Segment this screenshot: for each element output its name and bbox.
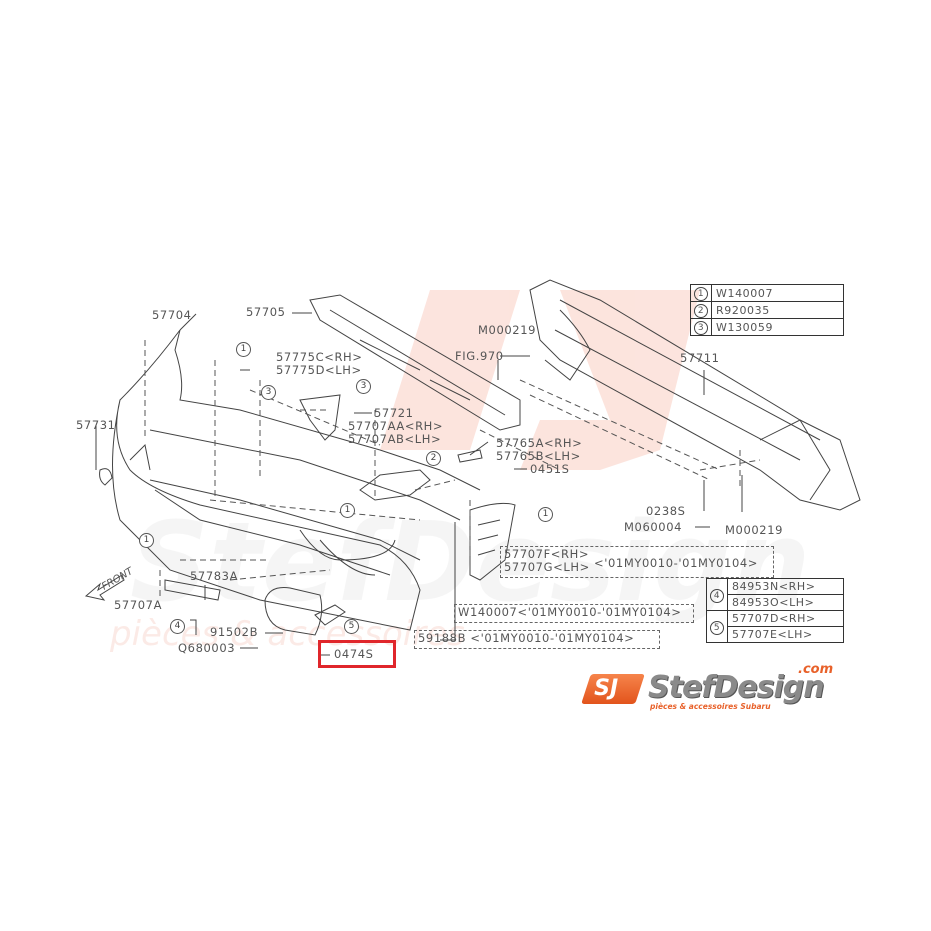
label-57721: 57721	[374, 406, 414, 420]
callout-3-right: 3	[356, 379, 371, 394]
variant-box-W140007	[454, 604, 694, 623]
label-57783A: 57783A	[190, 569, 239, 583]
callout-3-left: 3	[261, 385, 276, 400]
logo-tagline: pièces & accessoires Subaru	[650, 702, 771, 711]
legend-part: 57707E<LH>	[727, 626, 844, 643]
label-Q680003: Q680003	[178, 641, 236, 655]
label-57707AA: 57707AA<RH>	[348, 419, 444, 433]
legend-part: 57707D<RH>	[727, 610, 844, 627]
legend-part: R920035	[711, 301, 844, 319]
label-0238S: 0238S	[646, 504, 686, 518]
stefdesign-logo: SJ StefDesign .com pièces & accessoires …	[581, 662, 846, 714]
callout-4: 4	[170, 619, 185, 634]
logo-dotcom: .com	[798, 662, 834, 677]
label-57705: 57705	[246, 305, 286, 319]
label-59188B: 59188B <'01MY0010-'01MY0104>	[418, 631, 635, 645]
label-57707G: 57707G<LH>	[504, 560, 590, 574]
variant-box-59188B	[414, 630, 660, 649]
legend-part: 84953N<RH>	[727, 578, 844, 595]
svg-text:pièces & accessoires: pièces & accessoires	[109, 614, 465, 654]
label-57707F: 57707F<RH>	[504, 547, 590, 561]
label-57765B: 57765B<LH>	[496, 449, 581, 463]
label-57775D: 57775D<LH>	[276, 363, 362, 377]
logo-mark-text: SJ	[594, 676, 619, 701]
highlight-box-0474S	[318, 640, 396, 668]
legend-part: W130059	[711, 318, 844, 336]
legend-row: 57707E<LH>	[707, 626, 844, 643]
legend-num: 4	[710, 588, 724, 603]
legend-num: 5	[710, 620, 724, 635]
callout-2: 2	[426, 451, 441, 466]
logo-brand: StefDesign	[648, 670, 825, 705]
label-57731: 57731	[76, 418, 116, 432]
label-0474S: 0474S	[334, 647, 374, 661]
label-M060004: M060004	[624, 520, 683, 534]
legend-num: 2	[694, 304, 708, 318]
legend-row: 84953O<LH>	[707, 594, 844, 611]
label-57707FG-range: <'01MY0010-'01MY0104>	[594, 556, 759, 570]
label-FIG970: FIG.970	[455, 349, 504, 363]
callout-1-right: 1	[538, 507, 553, 522]
variant-box-57707F	[500, 546, 774, 578]
legend-num: 1	[694, 287, 708, 301]
legend-num: 3	[694, 321, 708, 335]
label-57711: 57711	[680, 351, 720, 365]
label-91502B: 91502B	[210, 625, 259, 639]
callout-5: 5	[344, 619, 359, 634]
front-arrow-icon	[84, 574, 125, 601]
callout-1-mid: 1	[340, 503, 355, 518]
logo-mark-icon: SJ	[581, 674, 645, 704]
legend-part: 84953O<LH>	[727, 594, 844, 611]
label-57775C: 57775C<RH>	[276, 350, 363, 364]
legend-part: W140007	[711, 284, 844, 302]
label-M000219-top: M000219	[478, 323, 537, 337]
callout-1-top: 1	[236, 342, 251, 357]
label-0451S: 0451S	[530, 462, 570, 476]
label-57707AB: 57707AB<LH>	[348, 432, 442, 446]
label-M000219-bottom: M000219	[725, 523, 784, 537]
label-W140007-variant: W140007<'01MY0010-'01MY0104>	[458, 605, 682, 619]
label-57765A: 57765A<RH>	[496, 436, 583, 450]
label-57707A: 57707A	[114, 598, 163, 612]
label-57704: 57704	[152, 308, 192, 322]
callout-1-left: 1	[139, 533, 154, 548]
